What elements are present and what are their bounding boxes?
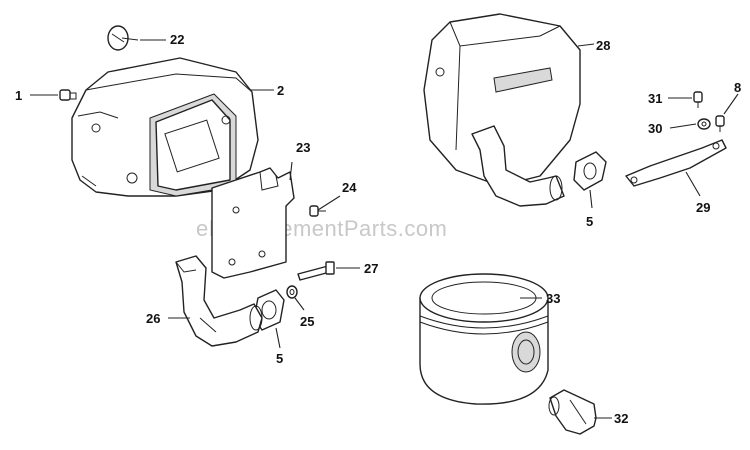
callout-5-right: 5 — [586, 214, 593, 229]
callout-2: 2 — [277, 83, 284, 98]
screw-31[interactable] — [693, 91, 703, 108]
callout-28: 28 — [596, 38, 610, 53]
nut-30[interactable] — [697, 118, 711, 130]
muffler-canister-33[interactable] — [419, 273, 549, 405]
exhaust-pipe-right[interactable] — [471, 125, 565, 207]
bolt-27[interactable] — [297, 261, 335, 281]
bracket-23[interactable] — [211, 167, 295, 279]
callout-31: 31 — [648, 91, 662, 106]
leader-24 — [317, 195, 341, 211]
leader-8 — [723, 93, 739, 115]
leader-30 — [669, 123, 697, 129]
screw-24[interactable] — [309, 205, 326, 217]
callout-22: 22 — [170, 32, 184, 47]
callout-5-left: 5 — [276, 351, 283, 366]
callout-8: 8 — [734, 80, 741, 95]
callout-32: 32 — [614, 411, 628, 426]
callout-24: 24 — [342, 180, 357, 195]
callout-30: 30 — [648, 121, 662, 136]
screw-1[interactable] — [59, 89, 77, 101]
callout-1: 1 — [15, 88, 22, 103]
leader-29 — [685, 171, 701, 197]
strap-bracket-29[interactable] — [625, 139, 727, 187]
muffler-heat-shield-right[interactable] — [423, 13, 581, 187]
screw-8[interactable] — [715, 115, 725, 132]
lock-washer-25[interactable] — [286, 285, 298, 299]
leader-28 — [577, 43, 595, 47]
leader-5-left — [275, 327, 281, 349]
callout-29: 29 — [696, 200, 710, 215]
callout-27: 27 — [364, 261, 378, 276]
leader-25 — [294, 297, 305, 311]
callout-25: 25 — [300, 314, 314, 329]
leader-23 — [289, 161, 293, 181]
callout-23: 23 — [296, 140, 310, 155]
gasket-5-right[interactable] — [573, 151, 607, 191]
outlet-tube-32[interactable] — [548, 389, 597, 435]
exhaust-pipe-26[interactable] — [175, 255, 263, 347]
spark-arrestor-22[interactable] — [107, 25, 139, 51]
callout-33: 33 — [546, 291, 560, 306]
callout-26: 26 — [146, 311, 160, 326]
muffler-heat-shield-left[interactable] — [71, 57, 259, 197]
leader-5-right — [589, 189, 593, 209]
